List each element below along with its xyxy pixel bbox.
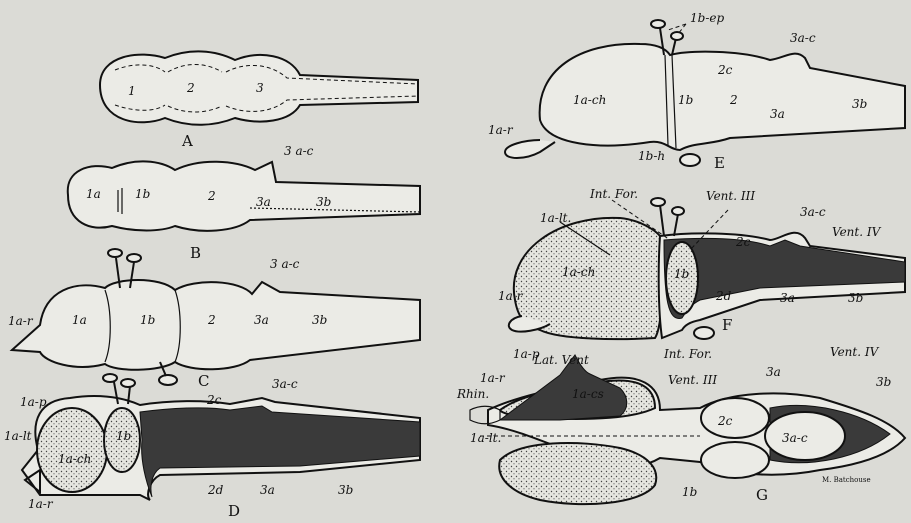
fig-d-label-1a-lt: 1a-lt: [4, 429, 32, 443]
fig-g-label-vent-iv: Vent. IV: [830, 345, 880, 359]
fig-f-label-int-for: Int. For.: [589, 187, 638, 201]
fig-g-label-1a-r: 1a-r: [480, 371, 506, 385]
fig-e-label-1b-ep: 1b-ep: [690, 11, 724, 25]
fig-b-label-3a-c: 3 a-c: [284, 144, 314, 158]
fig-d-label-3a: 3a: [260, 483, 275, 497]
figure-c: 1a-r 1a 1b 2 3a 3b 3 a-c C: [8, 249, 420, 390]
fig-f-letter: F: [722, 316, 732, 334]
fig-f-label-vent-iii: Vent. III: [706, 189, 755, 203]
fig-a-label-1: 1: [128, 84, 136, 98]
fig-g-label-3b: 3b: [876, 375, 891, 389]
fig-g-label-3a-c: 3a-c: [782, 431, 808, 445]
fig-c-label-1b: 1b: [140, 313, 155, 327]
fig-f-label-3a: 3a: [780, 291, 795, 305]
fig-d-label-1a-ch: 1a-ch: [58, 452, 91, 466]
fig-a-label-3: 3: [256, 81, 264, 95]
figure-a: 1 2 3 A: [100, 51, 418, 150]
fig-e-label-3b: 3b: [852, 97, 867, 111]
fig-e-label-2: 2: [729, 93, 738, 107]
fig-b-label-3b: 3b: [316, 195, 331, 209]
figure-e: 1b-ep 3a-c 1a-ch 1b 2c 2 3a 3b 1a-r 1b-h…: [488, 11, 905, 172]
fig-d-label-1a-p: 1a-p: [20, 395, 47, 409]
fig-c-label-3b: 3b: [312, 313, 327, 327]
figure-d: 1a-p 1a-lt 1a-ch 1b 2c 3a-c 2d 3a 3b 1a-…: [4, 374, 420, 519]
fig-f-label-3b: 3b: [848, 291, 863, 305]
fig-g-label-vent-iii: Vent. III: [668, 373, 717, 387]
fig-c-letter: C: [198, 372, 209, 390]
fig-f-label-1a-r: 1a r: [498, 289, 524, 303]
fig-d-label-2c: 2c: [206, 393, 222, 407]
fig-e-label-2c: 2c: [717, 63, 733, 77]
fig-g-label-1a-p: 1a-p: [513, 347, 540, 361]
fig-g-label-3a: 3a: [766, 365, 781, 379]
fig-f-label-3a-c: 3a-c: [800, 205, 826, 219]
fig-d-letter: D: [228, 502, 240, 519]
fig-d-label-3b: 3b: [338, 483, 353, 497]
fig-e-label-3a: 3a: [770, 107, 785, 121]
figure-b: 1a 1b 2 3a 3b 3 a-c B: [68, 144, 420, 262]
fig-f-label-2d: 2d: [715, 289, 732, 303]
fig-e-label-1a-ch: 1a-ch: [573, 93, 606, 107]
fig-c-label-2: 2: [207, 313, 216, 327]
fig-b-label-2: 2: [207, 189, 216, 203]
fig-g-label-1b: 1b: [682, 485, 697, 499]
artist-signature: M. Batchouse: [822, 476, 871, 484]
fig-f-label-2c: 2c: [735, 235, 751, 249]
fig-d-label-1a-r: 1a-r: [28, 497, 54, 511]
fig-g-letter: G: [756, 486, 768, 504]
fig-c-label-3a: 3a: [254, 313, 269, 327]
fig-g-label-1a-lt: 1a-lt.: [470, 431, 501, 445]
fig-g-label-rhin: Rhin.: [456, 387, 489, 401]
fig-b-label-3a: 3a: [256, 195, 271, 209]
figure-f: Int. For. Vent. III 1a-lt. 3a-c 2c Vent.…: [498, 187, 905, 339]
fig-a-letter: A: [181, 132, 193, 150]
fig-d-label-1b: 1b: [116, 429, 131, 443]
fig-g-label-2c: 2c: [717, 414, 733, 428]
fig-e-label-1a-r: 1a-r: [488, 123, 514, 137]
fig-d-label-3a-c: 3a-c: [272, 377, 298, 391]
fig-e-label-3a-c: 3a-c: [790, 31, 816, 45]
fig-e-label-1b: 1b: [678, 93, 693, 107]
fig-a-label-2: 2: [186, 81, 195, 95]
fig-c-label-3a-c: 3 a-c: [270, 257, 300, 271]
fig-d-label-2d: 2d: [207, 483, 224, 497]
fig-f-label-vent-iv: Vent. IV: [832, 225, 882, 239]
fig-c-label-1a-r: 1a-r: [8, 314, 34, 328]
fig-f-label-1a-lt: 1a-lt.: [540, 211, 571, 225]
fig-b-label-1a: 1a: [86, 187, 101, 201]
fig-e-label-1b-h: 1b-h: [638, 149, 665, 163]
fig-g-label-1a-cs: 1a-cs: [572, 387, 604, 401]
fig-b-letter: B: [190, 244, 201, 262]
fig-g-label-lat-vent: Lat. Vent: [533, 353, 589, 367]
fig-g-label-int-for: Int. For.: [663, 347, 712, 361]
fig-f-label-1a-ch: 1a-ch: [562, 265, 595, 279]
fig-e-letter: E: [714, 154, 725, 172]
fig-b-label-1b: 1b: [135, 187, 150, 201]
fig-f-label-1b: 1b: [674, 267, 689, 281]
fig-c-label-1a: 1a: [72, 313, 87, 327]
